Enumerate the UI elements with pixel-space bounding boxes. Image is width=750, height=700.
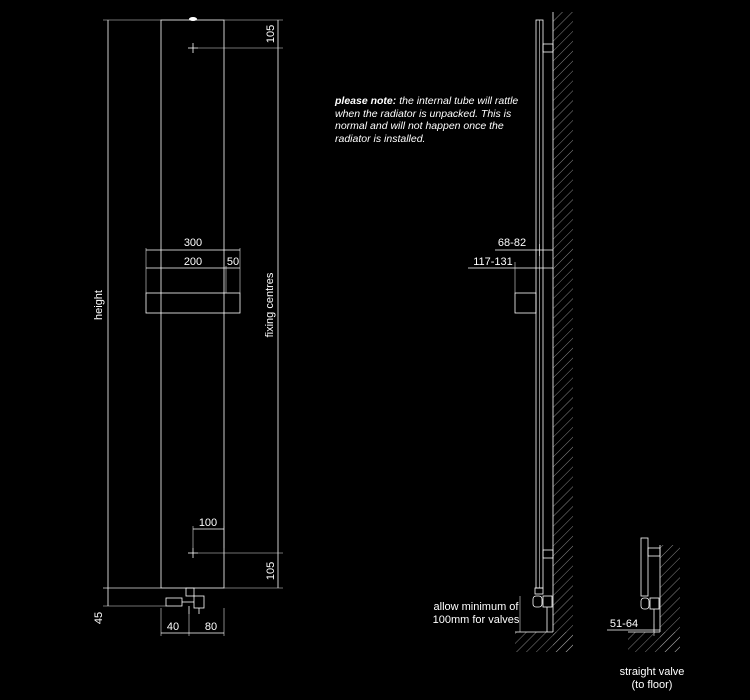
towel-bar — [145, 292, 241, 314]
lower-bracket — [542, 549, 554, 559]
bar-projection-label: 50 — [227, 256, 239, 268]
wall-hatch — [553, 12, 573, 652]
valve-right-label: 80 — [205, 621, 217, 633]
pipe-height-label: 45 — [93, 612, 105, 624]
side-view: 68-82 117-131 allow minimum of 100mm for… — [433, 12, 573, 652]
valve-distance-label: 51-64 — [610, 618, 638, 630]
bottom-offset-label: 105 — [265, 562, 277, 580]
bar-distance-label: 117-131 — [473, 256, 513, 268]
valve-caption-line2: (to floor) — [632, 679, 673, 691]
valve-left-label: 40 — [167, 621, 179, 633]
wall-distance-label: 68-82 — [498, 237, 526, 249]
installation-note: please note: the internal tube will ratt… — [335, 95, 525, 145]
top-cap — [189, 17, 197, 21]
radiator-panel — [160, 19, 225, 589]
detail-radiator-end — [640, 537, 649, 597]
valve-allowance-line1: allow minimum of — [434, 601, 520, 613]
straight-valve-detail: 51-64 straight valve (to floor) — [607, 537, 685, 691]
lower-fixing-point — [188, 548, 198, 558]
front-view: height fixing centres 105 105 300 200 50… — [93, 17, 283, 636]
bracket-width-label: 100 — [199, 517, 217, 529]
upper-bracket — [542, 43, 554, 53]
floor-hatch — [515, 632, 573, 652]
towel-bar-side — [514, 292, 537, 314]
height-label: height — [93, 290, 105, 320]
upper-fixing-point — [188, 43, 198, 53]
valve-assembly — [165, 587, 205, 614]
note-lead: please note: — [335, 95, 397, 107]
note-body: the internal tube will rattle when the r… — [335, 95, 519, 145]
detail-floor-hatch — [628, 632, 680, 652]
fixing-centres-label: fixing centres — [264, 272, 276, 337]
bar-width-label: 300 — [184, 237, 202, 249]
side-valve — [532, 587, 553, 632]
valve-allowance-line2: 100mm for valves — [433, 614, 520, 626]
bar-inner-label: 200 — [184, 256, 202, 268]
detail-bracket — [647, 547, 661, 557]
top-offset-label: 105 — [265, 25, 277, 43]
detail-wall-hatch — [660, 545, 680, 652]
valve-caption-line1: straight valve — [620, 666, 685, 678]
